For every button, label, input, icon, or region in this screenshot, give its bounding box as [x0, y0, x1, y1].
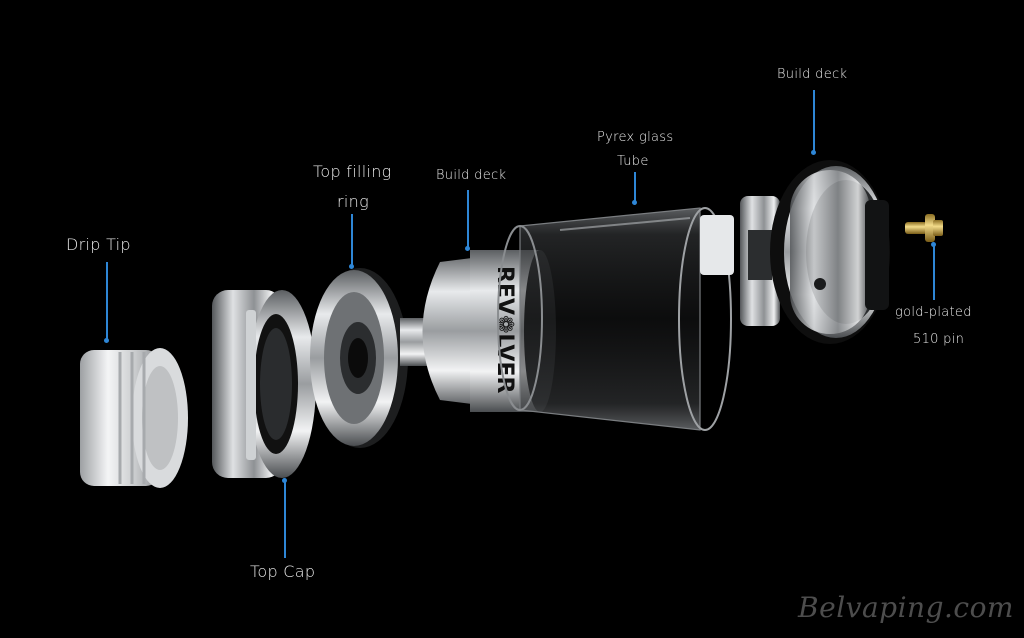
drip-tip-label: Drip Tip	[66, 235, 131, 254]
pyrex-tube-leader	[634, 172, 636, 202]
build-deck-left-leader	[467, 190, 469, 248]
build-deck-right-label: Build deck	[777, 67, 848, 82]
top-filling-ring-label-line1: Top filling	[313, 162, 392, 181]
top-cap-leader-dot	[282, 478, 287, 483]
build-deck-right-leader-dot	[811, 150, 816, 155]
top-cap-part	[212, 290, 316, 478]
pyrex-tube-leader-dot	[632, 200, 637, 205]
drip-tip-leader	[106, 262, 108, 342]
build-deck-left-leader-dot	[465, 246, 470, 251]
pyrex-tube-label-line2: Tube	[617, 154, 649, 169]
build-deck-left-label: Build deck	[436, 168, 507, 183]
top-filling-ring-label-line2: ring	[337, 192, 369, 211]
watermark: Belvaping.com	[798, 591, 1014, 624]
pin-label-line2: 510 pin	[913, 332, 965, 347]
top-cap-leader	[284, 480, 286, 558]
top-filling-ring-leader	[351, 214, 353, 268]
pyrex-tube-label-line1: Pyrex glass	[597, 130, 674, 145]
revolver-engraving: REV❁LVER	[492, 266, 517, 393]
top-filling-ring-part	[310, 268, 408, 448]
pin-leader	[933, 244, 935, 300]
pin-leader-dot	[931, 242, 936, 247]
pin-label-line1: gold-plated	[895, 305, 972, 320]
gold-510-pin-part	[905, 214, 943, 242]
build-deck-right-leader	[813, 90, 815, 152]
pyrex-glass-tube-part	[497, 207, 732, 431]
drip-tip-leader-dot	[104, 338, 109, 343]
build-deck-right-part	[700, 160, 890, 344]
top-filling-ring-leader-dot	[349, 264, 354, 269]
top-cap-label: Top Cap	[250, 562, 316, 581]
drip-tip-part	[80, 348, 188, 488]
